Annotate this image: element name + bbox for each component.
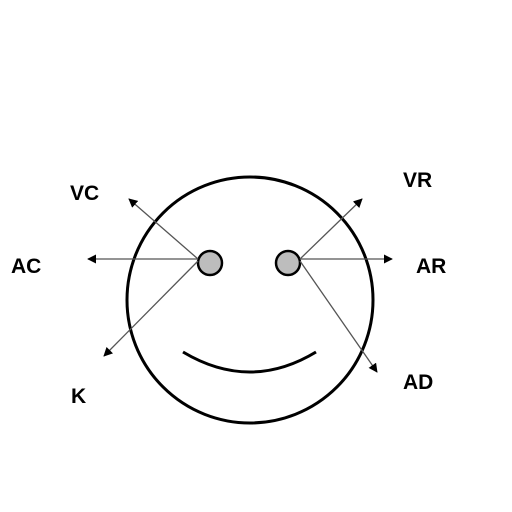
label-vc: VC — [70, 182, 100, 205]
label-k: K — [71, 385, 87, 408]
right-eye — [274, 249, 302, 277]
left-eye — [196, 249, 224, 277]
arrow-ad — [299, 260, 378, 373]
arrow-vc — [128, 198, 199, 260]
smile — [182, 350, 317, 374]
label-ad: AD — [403, 371, 434, 394]
label-ac: AC — [11, 255, 42, 278]
face-outline — [125, 175, 375, 425]
label-ar: AR — [416, 255, 447, 278]
arrow-vr — [299, 198, 363, 260]
arrow-k — [103, 260, 199, 357]
label-vr: VR — [403, 169, 433, 192]
